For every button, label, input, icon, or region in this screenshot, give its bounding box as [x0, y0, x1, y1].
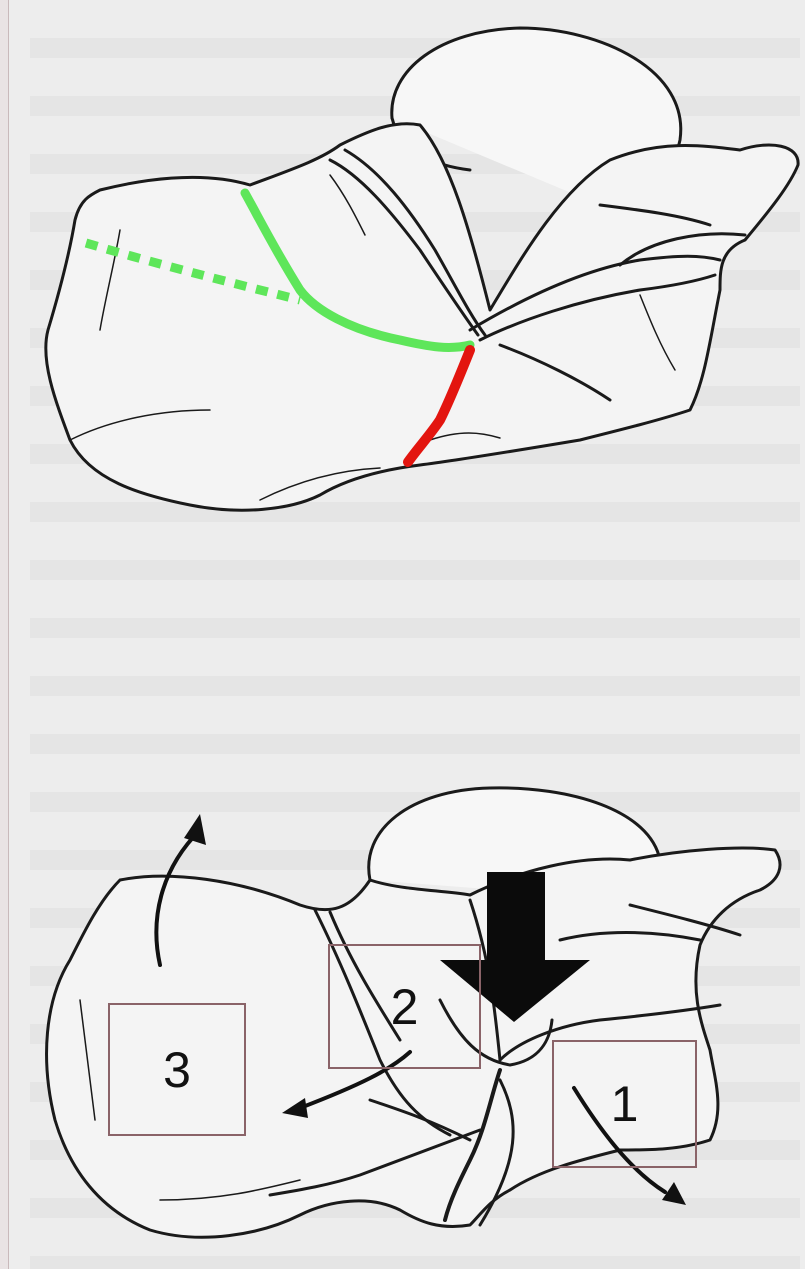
label-box-2: 2: [328, 944, 481, 1069]
label-1-text: 1: [611, 1075, 639, 1133]
label-2-text: 2: [391, 978, 419, 1036]
label-3-text: 3: [163, 1041, 191, 1099]
label-box-3: 3: [108, 1003, 246, 1136]
label-box-1: 1: [552, 1040, 697, 1168]
